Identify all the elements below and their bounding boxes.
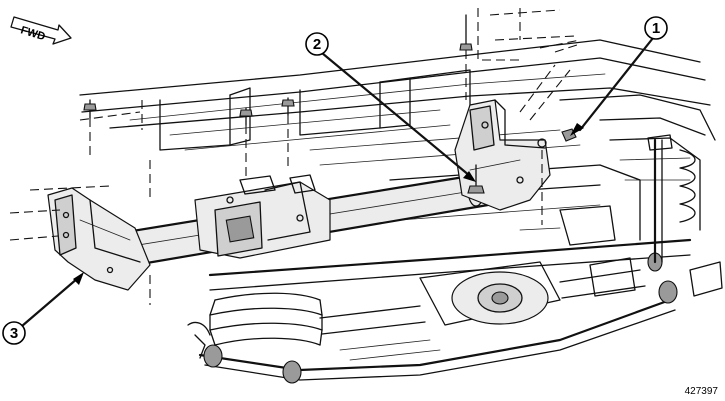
callout-2: 2 [305,32,476,182]
left-coil-spring [209,292,323,346]
axle-and-suspension [187,134,723,384]
callout-2-number: 2 [313,36,321,53]
vehicle-frame-background [79,39,716,246]
callout-3-number: 3 [10,325,18,342]
callout-3: 3 [2,272,84,345]
left-mount-bracket [47,187,151,291]
callout-1-number: 1 [652,20,660,37]
callout-1: 1 [570,16,668,136]
fwd-direction-arrow: FWD [10,16,72,45]
alignment-guide-lines [9,8,581,305]
center-mount-bracket [194,174,331,259]
right-mount-bracket [454,99,551,211]
fwd-label: FWD [19,24,47,43]
figure-number: 427397 [685,386,719,397]
